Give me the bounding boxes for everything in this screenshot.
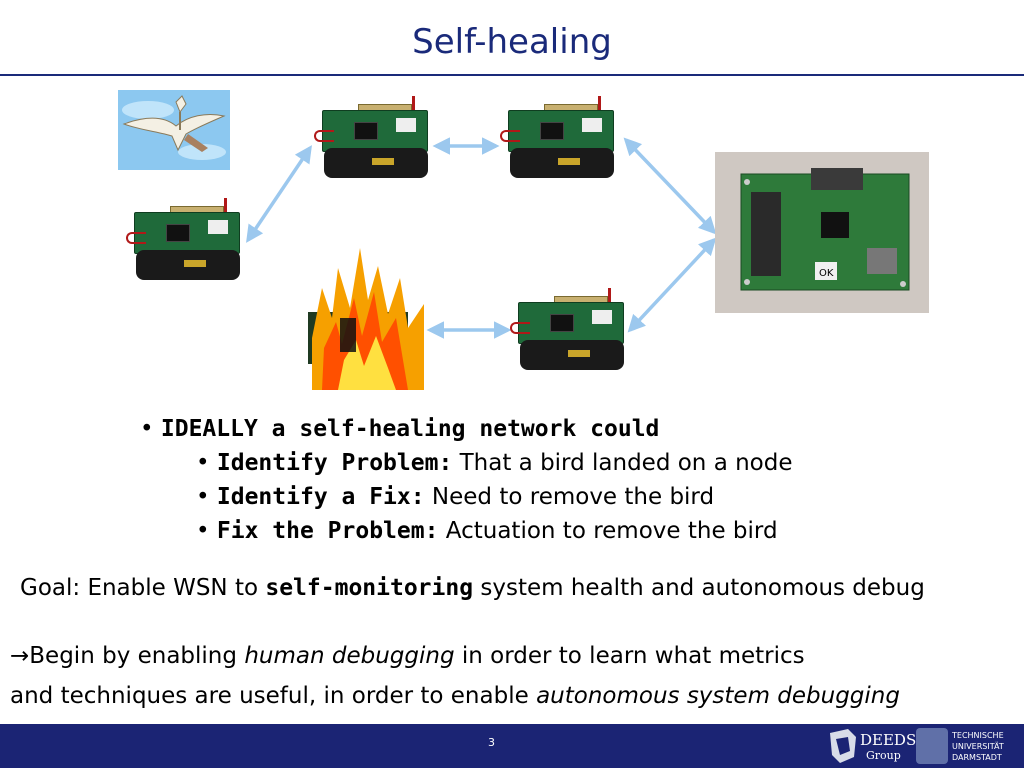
tu-darmstadt-logo: TECHNISCHE UNIVERSITÄT DARMSTADT: [914, 726, 1022, 766]
link-arrow-bottom-base: [627, 237, 717, 333]
bullet-item-label: Identify a Fix:: [216, 484, 425, 510]
burning-node-image: [304, 248, 430, 390]
bullet-item: • Identify Problem: That a bird landed o…: [196, 450, 793, 476]
deeds-shield-icon: [830, 729, 856, 763]
sensor-node-top-left: [314, 96, 434, 188]
link-arrow-left-top: [246, 145, 312, 243]
bullet-item-text: Actuation to remove the bird: [445, 518, 778, 544]
deeds-sub: Group: [866, 749, 901, 762]
sensor-node-bottom-right: [510, 288, 630, 380]
conclusion-line-1: →Begin by enabling human debugging in or…: [10, 643, 805, 669]
goal-emphasis: self-monitoring: [265, 575, 474, 601]
diagram-arrows: [246, 137, 717, 339]
tu-text: TECHNISCHE UNIVERSITÄT DARMSTADT: [952, 731, 1004, 762]
footer-bar: 3 DEEDS Group TECHNISCHE UNIVERSITÄT DAR…: [0, 724, 1024, 768]
ok-label: OK: [819, 268, 834, 279]
sensor-node-top-right: [500, 96, 620, 188]
bullet-main-text: IDEALLY a self-healing network could: [160, 416, 660, 442]
conclusion-line-2: and techniques are useful, in order to e…: [10, 683, 900, 709]
slide-title: Self-healing: [412, 22, 612, 62]
bullet-item-label: Fix the Problem:: [216, 518, 439, 544]
network-diagram: OK: [118, 90, 929, 390]
page-number: 3: [488, 736, 495, 749]
title-divider: [0, 74, 1024, 76]
deeds-logo: DEEDS Group: [826, 727, 916, 765]
bullet-item-text: That a bird landed on a node: [459, 450, 793, 476]
bullet-item: • Fix the Problem: Actuation to remove t…: [196, 518, 778, 544]
bird-image: [118, 90, 230, 170]
sensor-node-left: [126, 198, 246, 290]
bullet-main: • IDEALLY a self-healing network could: [140, 416, 660, 442]
conclusion-text: →Begin by enabling human debugging in or…: [10, 636, 1010, 716]
arrow-right-icon: →: [10, 643, 30, 669]
link-arrow-top-base: [623, 137, 717, 235]
bullet-item-label: Identify Problem:: [216, 450, 453, 476]
goal-statement: Goal: Enable WSN to self-monitoring syst…: [20, 575, 925, 601]
bullet-item: • Identify a Fix: Need to remove the bir…: [196, 484, 715, 510]
tu-seal-icon: [916, 728, 948, 764]
deeds-word: DEEDS: [860, 731, 917, 749]
bullet-item-text: Need to remove the bird: [431, 484, 715, 510]
base-station-image: OK: [715, 152, 929, 313]
